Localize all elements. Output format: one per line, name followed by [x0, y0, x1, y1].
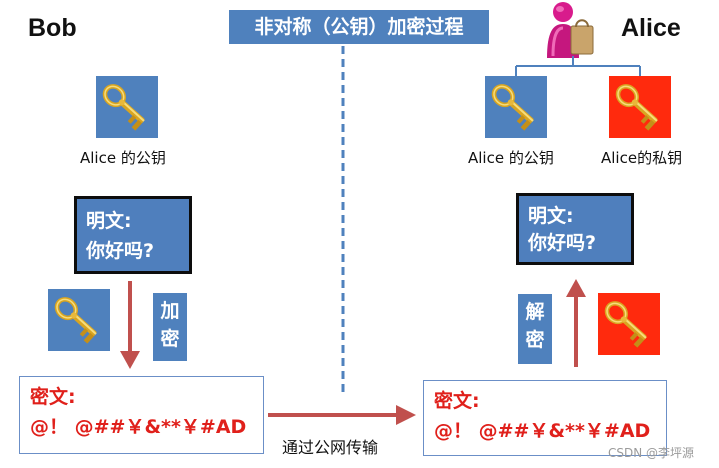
- alice-plaintext-box: 明文: 你好吗?: [516, 193, 634, 265]
- bob-ciphertext-value: @！ @##￥&**￥#AD: [30, 416, 247, 438]
- center-divider: [341, 46, 345, 396]
- alice-plaintext-value: 你好吗?: [528, 232, 597, 254]
- bob-ciphertext-label: 密文:: [30, 386, 76, 408]
- gold-key-icon: [609, 76, 671, 138]
- decrypt-label-text: 解密: [525, 301, 545, 351]
- channel-label: 通过公网传输: [282, 438, 379, 457]
- alice-public-key: [485, 76, 547, 138]
- key-branch-connector: [515, 56, 641, 78]
- bob-ciphertext-box: 密文: @！ @##￥&**￥#AD: [19, 376, 264, 454]
- bob-name: Bob: [28, 14, 77, 42]
- bob-plaintext-label: 明文:: [86, 210, 132, 232]
- bob-plaintext-value: 你好吗?: [86, 240, 155, 262]
- alice-ciphertext-box: 密文: @！ @##￥&**￥#AD: [423, 380, 667, 456]
- bob-plaintext-box: 明文: 你好吗?: [74, 196, 192, 274]
- alice-decrypt-private-key: [598, 293, 660, 355]
- bob-encrypt-key: [48, 289, 110, 351]
- gold-key-icon: [96, 76, 158, 138]
- encrypt-label-text: 加密: [160, 300, 180, 350]
- watermark: CSDN @李坪源: [608, 446, 695, 460]
- alice-public-key-caption: Alice 的公钥: [468, 149, 554, 167]
- alice-name: Alice: [621, 14, 681, 42]
- encrypt-label: 加密: [153, 293, 187, 361]
- arrow-down-icon: [120, 281, 140, 369]
- gold-key-icon: [485, 76, 547, 138]
- alice-ciphertext-value: @！ @##￥&**￥#AD: [434, 420, 651, 442]
- diagram-title: 非对称（公钥）加密过程: [229, 10, 489, 44]
- person-with-bag-icon: [547, 2, 594, 58]
- alice-private-key-caption: Alice的私钥: [601, 149, 683, 167]
- arrow-right-icon: [268, 405, 416, 425]
- decrypt-label: 解密: [518, 294, 552, 364]
- gold-key-icon: [598, 293, 660, 355]
- alice-ciphertext-label: 密文:: [434, 390, 480, 412]
- arrow-up-icon: [566, 279, 586, 367]
- bob-alice-public-key: [96, 76, 158, 138]
- gold-key-icon: [48, 289, 110, 351]
- alice-private-key: [609, 76, 671, 138]
- bob-key-caption: Alice 的公钥: [80, 149, 166, 167]
- alice-plaintext-label: 明文:: [528, 205, 574, 227]
